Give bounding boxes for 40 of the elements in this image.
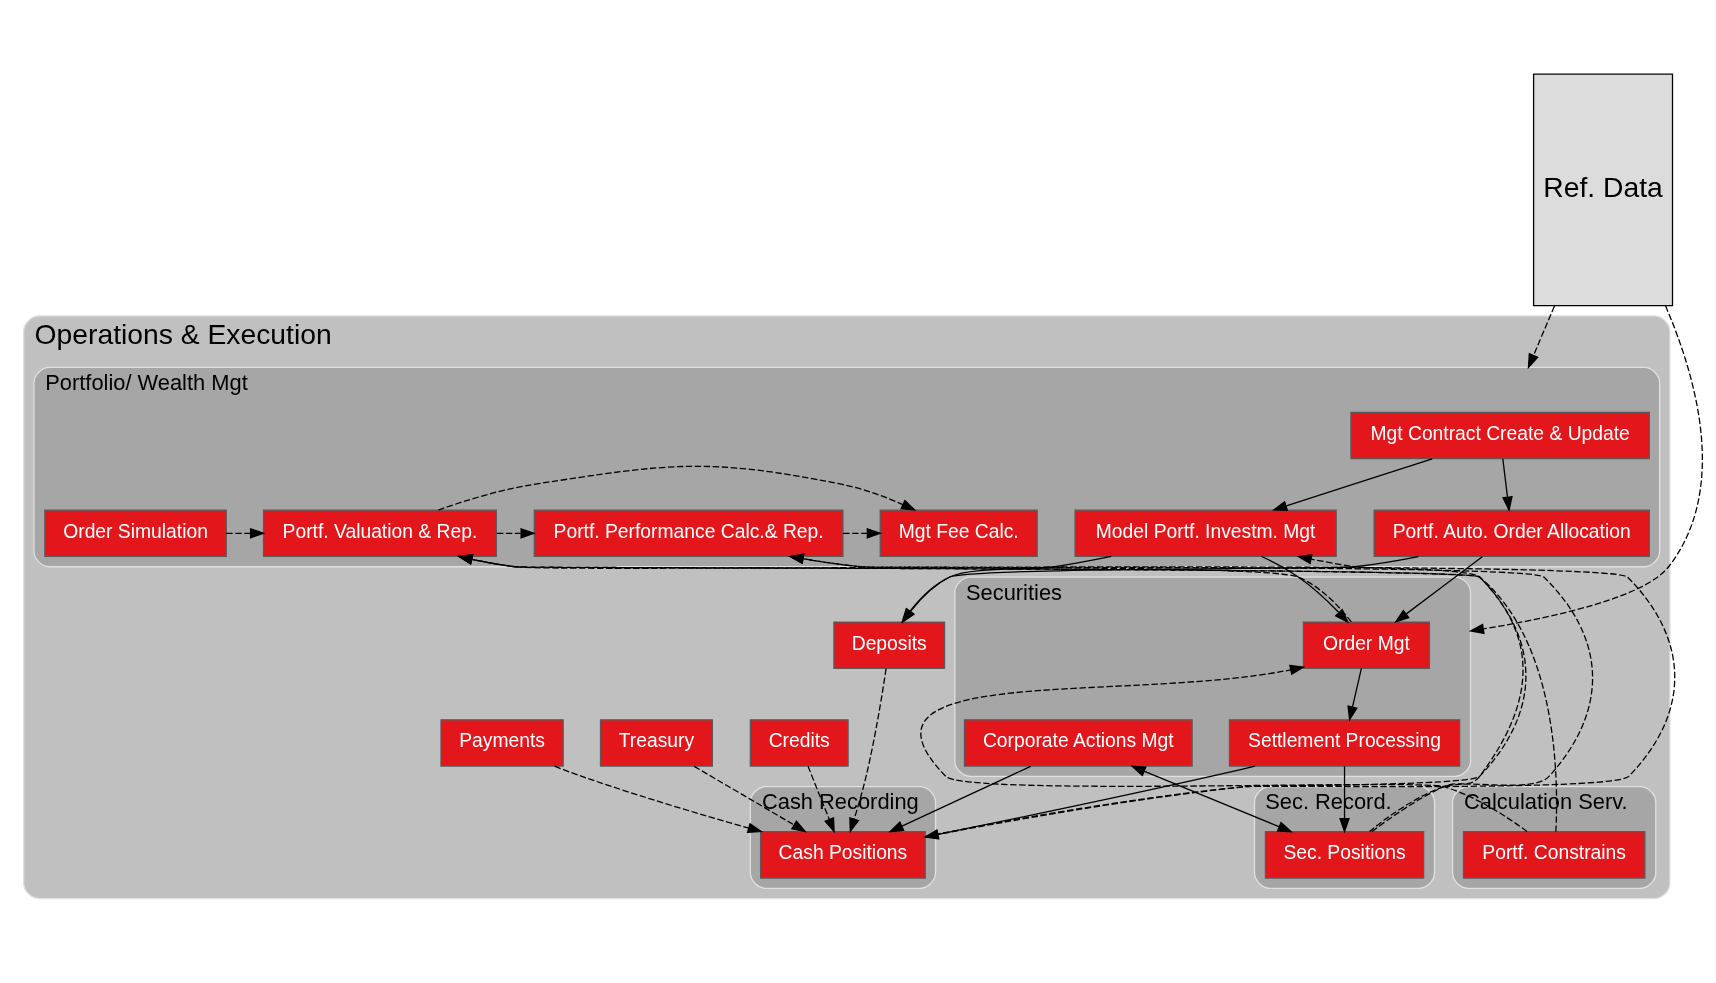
arrow xyxy=(1271,458,1433,511)
arrow xyxy=(1527,305,1556,370)
arrow xyxy=(496,527,536,539)
node-box: Settlement Processing xyxy=(1228,719,1461,767)
arrow xyxy=(457,554,1352,623)
arrow xyxy=(849,668,887,834)
arrow xyxy=(1502,458,1513,512)
arrow xyxy=(842,527,883,539)
node-box: Sec. Positions xyxy=(1264,831,1425,879)
arrow xyxy=(553,765,764,834)
arrow xyxy=(225,527,266,539)
arrow xyxy=(888,765,1032,833)
node-box: Portf. Constrains xyxy=(1462,831,1646,879)
node-box: Model Portf. Investm. Mgt xyxy=(1074,509,1337,558)
node-box: Ref. Data xyxy=(1532,73,1674,307)
arrow xyxy=(1394,556,1483,623)
arrow xyxy=(1261,555,1350,624)
arrow xyxy=(1347,667,1362,722)
node-box: Credits xyxy=(749,719,849,767)
node-box: Corporate Actions Mgt xyxy=(963,719,1193,767)
arrow xyxy=(1296,553,1558,833)
node-box: Treasury xyxy=(599,719,714,767)
arrow xyxy=(901,555,1112,624)
node-box: Order Simulation xyxy=(44,509,227,558)
node-box: Mgt Contract Create & Update xyxy=(1350,411,1650,460)
arrow xyxy=(901,555,1420,624)
node-box: Deposits xyxy=(833,621,946,669)
arrow xyxy=(920,664,1528,833)
node-box: Payments xyxy=(440,719,564,767)
node-box: Cash Positions xyxy=(759,831,926,879)
node-box: Portf. Performance Calc.& Rep. xyxy=(533,509,844,558)
node-box: Mgt Fee Calc. xyxy=(879,509,1038,558)
arrow xyxy=(693,765,807,833)
arrow xyxy=(437,465,917,511)
arrow xyxy=(1468,305,1703,635)
node-box: Order Mgt xyxy=(1302,621,1431,669)
node-box: Portf. Valuation & Rep. xyxy=(262,509,497,558)
node-box: Portf. Auto. Order Allocation xyxy=(1373,509,1650,558)
arrow xyxy=(1130,765,1293,833)
arrow xyxy=(807,765,835,834)
